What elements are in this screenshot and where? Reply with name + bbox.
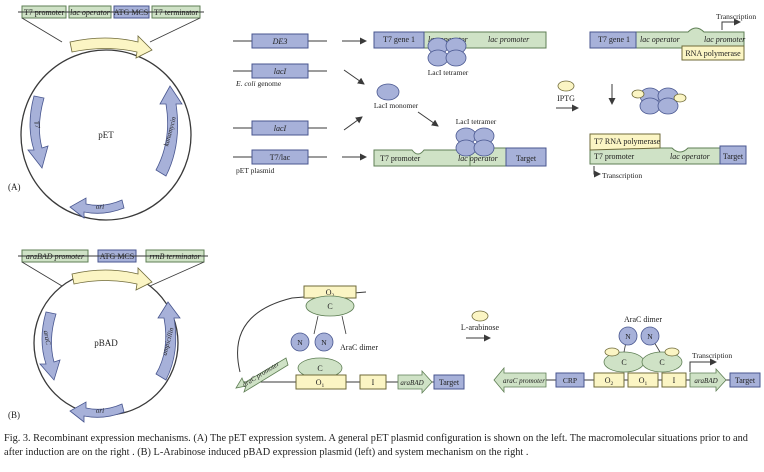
right-lac-promoter: lac promoter (704, 35, 746, 44)
pbad-bar-arabad-promoter: araBAD promoter (26, 252, 85, 261)
top-gene1: T7 gene 1 (383, 35, 415, 44)
pbad-bar-rrnb-terminator: rrnB terminator (149, 252, 201, 261)
iptg-label: IPTG (557, 94, 575, 103)
bot-t7-promoter: T7 promoter (380, 154, 421, 163)
row-laci-2: lacI (274, 124, 287, 133)
right-o1: O1 (639, 376, 648, 387)
l-arabinose-group: L-arabinose (461, 310, 500, 342)
bottom-c: C (317, 364, 322, 373)
pet-plasmid-name: pET (98, 130, 114, 140)
right-n-right: N (647, 332, 653, 341)
pet-arc-ori (69, 197, 125, 219)
pet-plasmid-label: pET plasmid (236, 166, 275, 175)
pbad-right-construct: araC promoter CRP O2 O1 I araBAD Target … (493, 315, 761, 394)
row-t7-lac: T7/lac (270, 153, 291, 162)
top-c: C (327, 302, 332, 311)
arac-promoter-label: araC promoter (241, 360, 281, 389)
right-arac-dimer: AraC dimer (624, 315, 662, 324)
bot-laci-tetramer-label: LacI tetramer (456, 117, 497, 126)
right-arabad: araBAD (694, 377, 717, 385)
l-arabinose-label: L-arabinose (461, 323, 500, 332)
right-o2: O2 (605, 376, 614, 387)
laci-monomer-label: LacI monomer (374, 101, 419, 110)
arabad-arrow-label: araBAD (400, 379, 423, 387)
n-right: N (321, 338, 327, 347)
top-laci-tetramer-label: LacI tetramer (428, 68, 469, 77)
pet-bar-lac-operator: lac operator (70, 8, 111, 17)
crp-label: CRP (563, 376, 577, 385)
pbad-right-transcription: Transcription (692, 351, 732, 360)
row-laci-1: lacI (274, 67, 287, 76)
right-gene1: T7 gene 1 (598, 35, 630, 44)
o1: O1 (316, 378, 325, 389)
row-de3: DE3 (272, 37, 288, 46)
pbad-arc-ori (69, 401, 125, 423)
target-left: Target (439, 378, 460, 387)
panel-a-label: (A) (8, 182, 21, 192)
caption-text: Fig. 3. Recombinant expression mechanism… (4, 433, 748, 458)
laci-monomer: LacI monomer (374, 83, 419, 110)
bot-lac-operator: lac operator (458, 154, 499, 163)
pbad-arc-arac-label: araC (42, 330, 52, 346)
pbad-expression-bar: araBAD promoter ATG MCS rrnB terminator (18, 249, 208, 287)
top-laci-tetramer-shape (427, 37, 467, 67)
arac-dimer-label: AraC dimer (340, 343, 378, 352)
pet-right-top-construct: T7 gene 1 lac operator lac promoter RNA … (589, 12, 756, 61)
pet-arc-t7 (27, 95, 49, 169)
pet-plasmid: T7 kanamycin ori pET (20, 35, 192, 221)
pet-insert-arrow (69, 35, 153, 59)
pbad-arc-ori-label: ori (96, 407, 104, 415)
pet-rows: DE3 lacI E. coli genome lacI T7/lac pET … (233, 33, 327, 175)
top-lac-operator: lac operator (428, 35, 469, 44)
panel-b-label: (B) (8, 410, 20, 420)
right-arac-promoter: araC promoter (503, 377, 545, 385)
top-lac-promoter: lac promoter (488, 35, 530, 44)
pbad-bar-atg-mcs: ATG MCS (100, 252, 134, 261)
right-target: Target (723, 152, 744, 161)
pet-right-bottom-construct: T7 RNA polymerase T7 promoter lac operat… (589, 133, 747, 180)
pbad-plasmid: araC ampicillin ori pBAD (33, 267, 181, 423)
pet-bottom-construct: T7 promoter lac operator Target LacI tet… (373, 117, 547, 167)
right-t7-promoter: T7 promoter (594, 152, 635, 161)
right-lac-operator: lac operator (640, 35, 681, 44)
pet-arc-kanamycin (155, 85, 183, 177)
pet-bar-t7-terminator: T7 terminator (154, 8, 199, 17)
t7-rnap-label: T7 RNA polymerase (594, 137, 661, 146)
pet-top-construct: T7 gene 1 lac operator lac promoter LacI… (373, 31, 547, 77)
pet-arc-t7-label: T7 (32, 120, 41, 129)
bot-laci-tetramer-shape (455, 127, 495, 157)
pbad-arc-arac (39, 311, 61, 381)
pet-bar-atg-mcs: ATG MCS (114, 8, 148, 17)
pbad-plasmid-name: pBAD (94, 338, 118, 348)
right-rnap: RNA polymerase (685, 49, 741, 58)
right-i: I (673, 376, 676, 385)
right-n-left: N (625, 332, 631, 341)
pet-row-arrows (342, 37, 439, 161)
pet-arc-ori-label: ori (96, 203, 104, 211)
n-left: N (297, 338, 303, 347)
figure-caption: Fig. 3. Recombinant expression mechanism… (4, 432, 762, 460)
right-c-left: C (621, 358, 626, 367)
right-bottom-transcription: Transcription (602, 171, 642, 180)
pbad-right-target: Target (735, 376, 756, 385)
pbad-loop: O2 C N N AraC dimer C O1 I araBAD Target… (235, 285, 465, 395)
iptg-group: IPTG (556, 80, 687, 115)
genome-label: E. coli genome (235, 79, 282, 88)
pet-expression-bar: T7 promoter lac operator ATG MCS T7 term… (18, 5, 204, 43)
right-bot-lac-operator: lac operator (670, 152, 711, 161)
right-c-right: C (659, 358, 664, 367)
pbad-arc-ampicillin (155, 301, 181, 381)
i-box: I (372, 378, 375, 387)
pbad-insert-arrow (71, 267, 153, 291)
right-free-tetramer (639, 87, 679, 115)
right-top-transcription: Transcription (716, 12, 756, 21)
bot-target: Target (516, 154, 537, 163)
pet-bar-t7-promoter: T7 promoter (24, 8, 65, 17)
